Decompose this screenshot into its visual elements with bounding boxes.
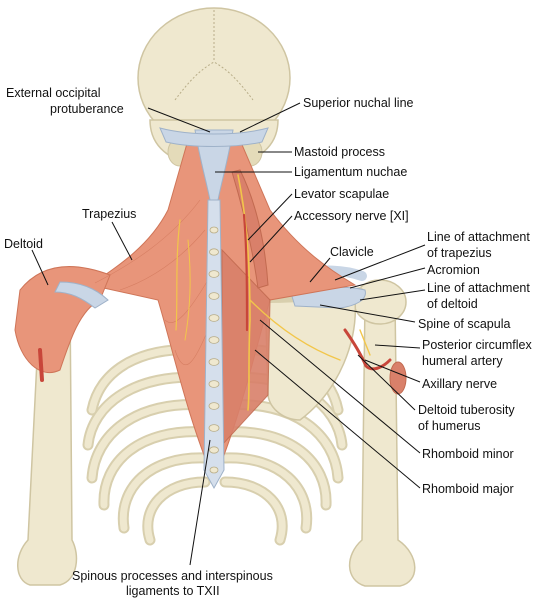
label-levator-scapulae: Levator scapulae	[294, 187, 389, 201]
circumflex-artery-path	[343, 328, 392, 371]
label-external-occipital-1: External occipital	[6, 86, 101, 100]
label-spinous-processes-2: ligaments to TXII	[126, 584, 220, 598]
humeral-head	[353, 279, 407, 325]
label-deltoid: Deltoid	[4, 237, 43, 251]
spinous-processes	[208, 226, 220, 474]
right-humerus	[348, 299, 416, 587]
label-spinous-processes-1: Spinous processes and interspinous	[72, 569, 273, 583]
label-deltoid-tuberosity-2: of humerus	[418, 419, 481, 433]
left-shoulder-tendon	[54, 281, 109, 309]
label-external-occipital-2: protuberance	[50, 102, 124, 116]
label-mastoid-process: Mastoid process	[294, 145, 385, 159]
tendons	[54, 127, 269, 490]
label-accessory-nerve: Accessory nerve [XI]	[294, 209, 409, 223]
nerves	[175, 174, 371, 411]
left-humerus	[17, 299, 78, 586]
label-rhomboid-major: Rhomboid major	[422, 482, 514, 496]
label-ligamentum-nuchae: Ligamentum nuchae	[294, 165, 407, 179]
label-line-deltoid-2: of deltoid	[427, 297, 478, 311]
labels: External occipital protuberance Superior…	[4, 86, 532, 598]
label-axillary-nerve: Axillary nerve	[422, 377, 497, 391]
right-scapula	[264, 284, 357, 421]
label-circumflex-2: humeral artery	[422, 354, 503, 368]
midline-aponeurosis	[203, 199, 225, 490]
label-circumflex-1: Posterior circumflex	[422, 338, 532, 352]
label-clavicle: Clavicle	[330, 245, 374, 259]
accessory-nerve-path	[237, 174, 251, 411]
arteries	[38, 213, 392, 382]
label-superior-nuchal-line: Superior nuchal line	[303, 96, 414, 110]
label-line-trapezius-2: of trapezius	[427, 246, 492, 260]
skeleton	[17, 265, 416, 587]
nuchal-aponeurosis	[159, 127, 269, 147]
teres-minor-cut	[389, 361, 407, 395]
label-spine-of-scapula: Spine of scapula	[418, 317, 510, 331]
levator-scapulae-muscle	[231, 169, 269, 289]
label-trapezius: Trapezius	[82, 207, 136, 221]
label-deltoid-tuberosity-1: Deltoid tuberosity	[418, 403, 515, 417]
label-rhomboid-minor: Rhomboid minor	[422, 447, 514, 461]
leader-lines	[31, 102, 426, 566]
label-line-deltoid-1: Line of attachment	[427, 281, 530, 295]
label-acromion: Acromion	[427, 263, 480, 277]
label-line-trapezius-1: Line of attachment	[427, 230, 530, 244]
